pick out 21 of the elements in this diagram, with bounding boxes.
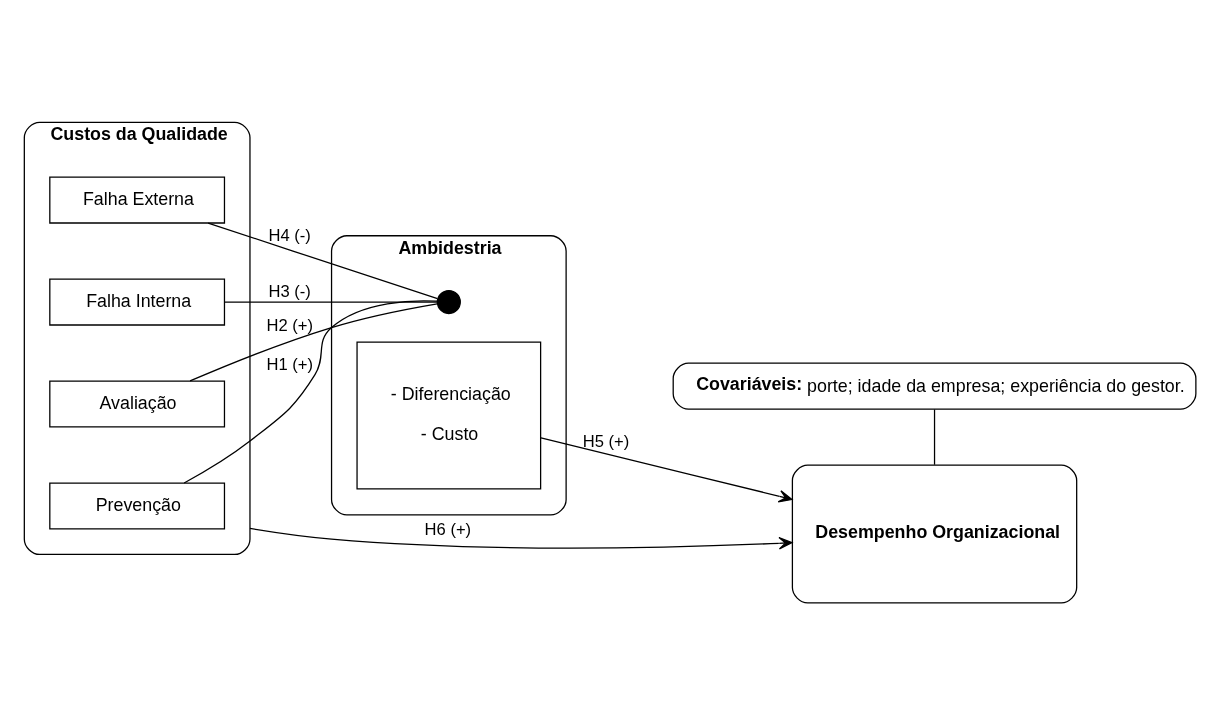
node-box: Covariáveis: porte; idade da empresa; experiência do gestor. <box>672 362 1197 410</box>
node-box: Prevenção <box>49 482 226 530</box>
connector <box>207 222 439 300</box>
node-box: Falha Externa <box>49 176 226 224</box>
connector <box>933 408 936 466</box>
edge-label: H1 (+) <box>266 355 314 375</box>
node-circle <box>436 289 461 315</box>
edge-label: H4 (-) <box>268 226 311 246</box>
node-box: - Diferenciação - Custo <box>356 341 542 490</box>
edge-label: H2 (+) <box>266 315 314 335</box>
edge-label: H5 (+) <box>582 431 630 451</box>
connector <box>189 303 438 382</box>
connector <box>223 301 438 303</box>
node-box: Desempenho Organizacional <box>791 464 1078 604</box>
edge-label: H3 (-) <box>268 282 311 302</box>
arrow <box>249 527 793 550</box>
node-box: Falha Interna <box>49 278 226 326</box>
node-box: Avaliação <box>49 380 226 428</box>
edge-label: H6 (+) <box>424 519 472 539</box>
arrow <box>540 437 793 503</box>
connector <box>183 300 438 484</box>
